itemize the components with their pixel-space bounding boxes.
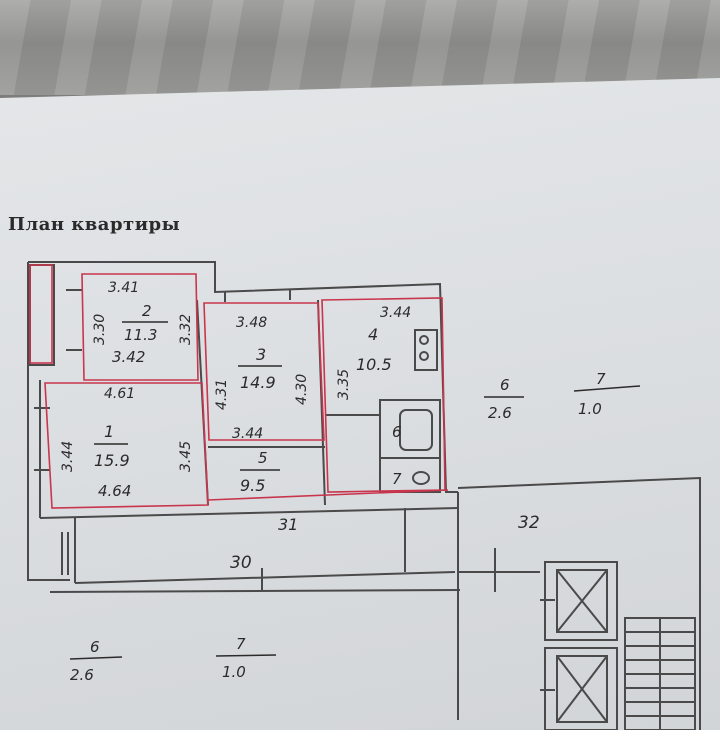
legend-bottom-7-number: 7 [236, 635, 246, 653]
room-1-area: 15.9 [94, 451, 130, 470]
room-3-dim-right: 4.30 [294, 374, 310, 405]
legend-right-6-value: 2.6 [488, 404, 512, 422]
room-2-number: 2 [142, 302, 152, 320]
room-labels: 3.41 2 11.3 3.42 3.30 3.32 4.61 1 15.9 4… [60, 280, 641, 684]
legend-right-7-number: 7 [596, 370, 606, 388]
legend-bottom-6-number: 6 [90, 638, 100, 656]
room-5-area: 9.5 [240, 476, 265, 495]
room-2-dim-left: 3.30 [92, 314, 108, 345]
room-2-dim-top: 3.41 [108, 280, 139, 296]
legend-bottom-7-value: 1.0 [222, 663, 246, 681]
background-fabric [0, 0, 720, 95]
room-4-number: 4 [368, 325, 378, 344]
room-2-dim-right: 3.32 [178, 314, 194, 345]
room-3-dim-left: 4.31 [214, 379, 230, 410]
corridor-31-label: 31 [278, 515, 298, 534]
legend-right-6-number: 6 [500, 376, 510, 394]
document-title: План квартиры [8, 214, 181, 235]
corridor-32-label: 32 [518, 513, 540, 533]
room-4-dim-left: 3.35 [336, 369, 352, 400]
room-3-dim-top: 3.48 [236, 315, 267, 331]
room-5-number: 5 [258, 449, 268, 467]
room-4-dim-top: 3.44 [380, 305, 411, 321]
room-3-number: 3 [256, 345, 266, 364]
room-1-dim-bottom: 4.64 [98, 482, 131, 500]
room-1-dim-left: 3.44 [60, 441, 76, 472]
room-1-number: 1 [104, 422, 114, 441]
room-1-dim-top: 4.61 [104, 386, 135, 402]
room-2-area: 11.3 [124, 326, 157, 344]
room-3-area: 14.9 [240, 373, 276, 392]
room-6-number: 6 [392, 423, 402, 441]
legend-bottom-6-value: 2.6 [70, 666, 94, 684]
room-highlights [29, 264, 449, 509]
legend-right-7-value: 1.0 [578, 400, 602, 418]
room-7-number: 7 [392, 470, 402, 488]
room-4-area: 10.5 [356, 355, 392, 374]
paper-sheet [0, 78, 720, 730]
room-1-dim-right: 3.45 [178, 441, 194, 472]
room-3-dim-bottom: 3.44 [232, 426, 263, 442]
room-2-dim-bottom: 3.42 [112, 348, 145, 366]
corridor-30-label: 30 [230, 553, 252, 573]
